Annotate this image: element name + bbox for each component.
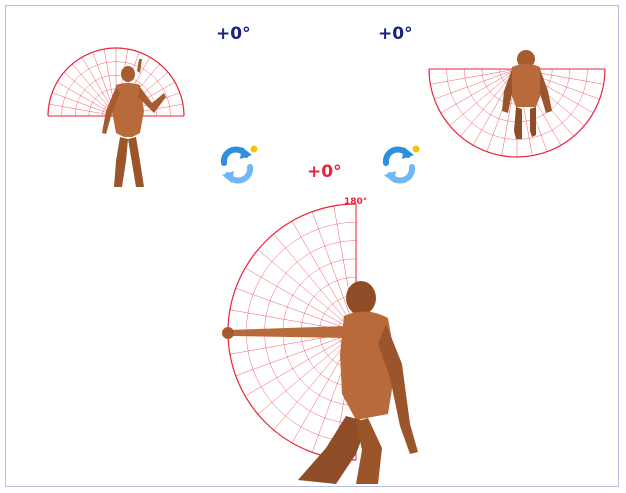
side-body-figure [222, 281, 418, 484]
top-view-figure[interactable] [422, 50, 612, 161]
side-view-angle-label: +0° [307, 162, 342, 182]
front-body-figure [102, 59, 166, 187]
top-body-figure [502, 50, 552, 139]
side-dial-label: 180° [344, 197, 367, 207]
side-view-figure[interactable]: 180° [206, 194, 466, 484]
viewer-panel: +0° +0° +0° [5, 5, 619, 487]
top-view-angle-label: +0° [378, 24, 413, 44]
front-view-figure[interactable] [36, 41, 196, 191]
rotate-right-icon[interactable] [378, 143, 420, 185]
front-view-angle-label: +0° [216, 24, 251, 44]
rotate-left-icon[interactable] [216, 143, 258, 185]
